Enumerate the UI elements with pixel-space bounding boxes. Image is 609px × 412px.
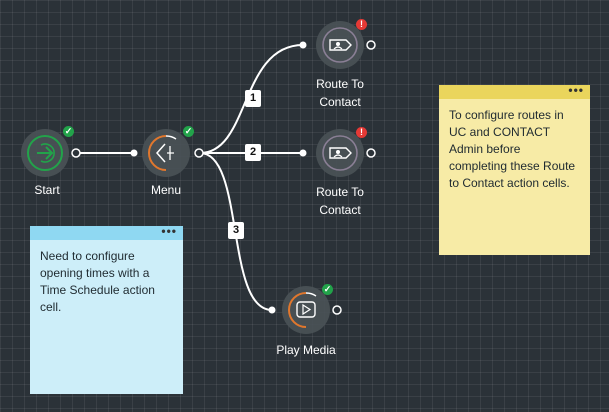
more-options-icon[interactable]: ••• [161, 224, 177, 238]
input-port[interactable] [299, 149, 307, 157]
ok-check-icon: ✓ [322, 284, 333, 295]
input-port[interactable] [299, 41, 307, 49]
arrow-right-icon [37, 143, 55, 163]
node-label-start: Start [34, 183, 60, 197]
route-contact-icon [329, 147, 352, 159]
sticky-note-left[interactable]: ••• Need to configure opening times with… [30, 224, 183, 394]
edge-label-2[interactable]: 2 [245, 144, 261, 161]
output-port[interactable] [366, 40, 376, 50]
play-icon [296, 301, 316, 318]
edge-label-1[interactable]: 1 [245, 90, 261, 107]
route-contact-icon [329, 39, 352, 51]
output-port[interactable] [71, 148, 81, 158]
error-alert-icon: ! [356, 19, 367, 30]
node-label-menu: Menu [150, 183, 182, 197]
menu-branch-icon [155, 143, 174, 163]
output-port[interactable] [332, 305, 342, 315]
node-label-play-media: Play Media [276, 343, 336, 357]
node-label-route1: Route To Contact [316, 77, 364, 109]
error-alert-icon: ! [356, 127, 367, 138]
node-menu[interactable] [130, 129, 204, 177]
note-text: Need to configure opening times with a T… [40, 249, 155, 314]
input-port[interactable] [130, 149, 138, 157]
more-options-icon[interactable]: ••• [568, 83, 584, 97]
output-port[interactable] [194, 148, 204, 158]
note-text: To configure routes in UC and CONTACT Ad… [449, 108, 576, 190]
node-route-to-contact-2[interactable] [299, 129, 376, 177]
output-port[interactable] [366, 148, 376, 158]
node-start[interactable] [21, 129, 81, 177]
node-route-to-contact-1[interactable] [299, 21, 376, 69]
input-port[interactable] [268, 306, 276, 314]
sticky-note-right[interactable]: ••• To configure routes in UC and CONTAC… [439, 83, 590, 255]
node-label-route2: Route To Contact [316, 185, 364, 217]
node-play-media[interactable] [268, 286, 342, 334]
ok-check-icon: ✓ [63, 126, 74, 137]
edge-label-3[interactable]: 3 [228, 222, 244, 239]
ok-check-icon: ✓ [183, 126, 194, 137]
